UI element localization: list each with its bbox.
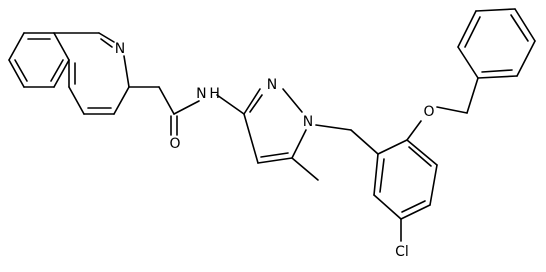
- chlorophenyl-ring: [350, 120, 438, 242]
- isoquinoline-benzo-ring: [8, 32, 70, 88]
- ether-oxygen-label: O: [423, 104, 434, 120]
- pyrazole-n2-label: N: [267, 77, 277, 93]
- atom-labels: N N H O N N O Cl: [115, 41, 435, 260]
- benzyloxy-group: [436, 8, 536, 114]
- isoquinoline-pyridine-ring: [53, 32, 130, 115]
- carbonyl-oxygen-label: O: [169, 136, 180, 152]
- amide-group: [128, 86, 245, 136]
- pyrazole-ring: [243, 88, 352, 181]
- isoquinoline-nitrogen-label: N: [115, 41, 125, 57]
- chlorine-label: Cl: [395, 244, 409, 260]
- pyrazole-n1-label: N: [303, 114, 313, 130]
- amide-nh-label: N H: [196, 86, 220, 102]
